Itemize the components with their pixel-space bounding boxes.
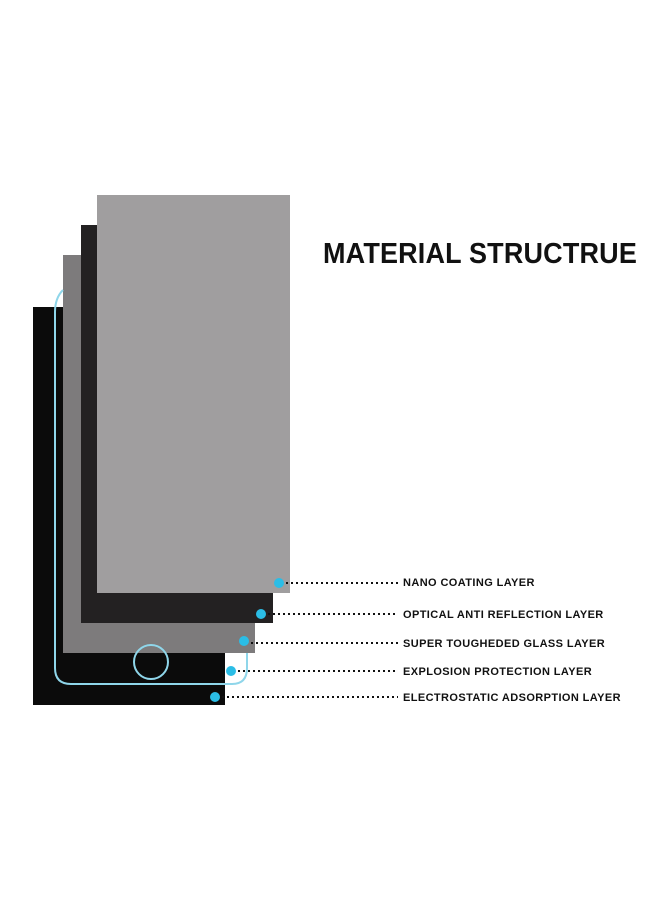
layer-label-explosion-protection: EXPLOSION PROTECTION LAYER <box>403 666 593 678</box>
nano-coating-layer-panel <box>97 195 290 593</box>
layer-label-optical-anti-reflection: OPTICAL ANTI REFLECTION LAYER <box>403 609 604 621</box>
layer-label-toughened-glass: SUPER TOUGHEDED GLASS LAYER <box>403 638 606 650</box>
marker-dot-3 <box>226 666 236 676</box>
layer-label-electrostatic-adsorption: ELECTROSTATIC ADSORPTION LAYER <box>403 692 621 704</box>
layer-label-nano-coating: NANO COATING LAYER <box>403 577 535 589</box>
diagram-title: MATERIAL STRUCTRUE <box>323 238 637 270</box>
